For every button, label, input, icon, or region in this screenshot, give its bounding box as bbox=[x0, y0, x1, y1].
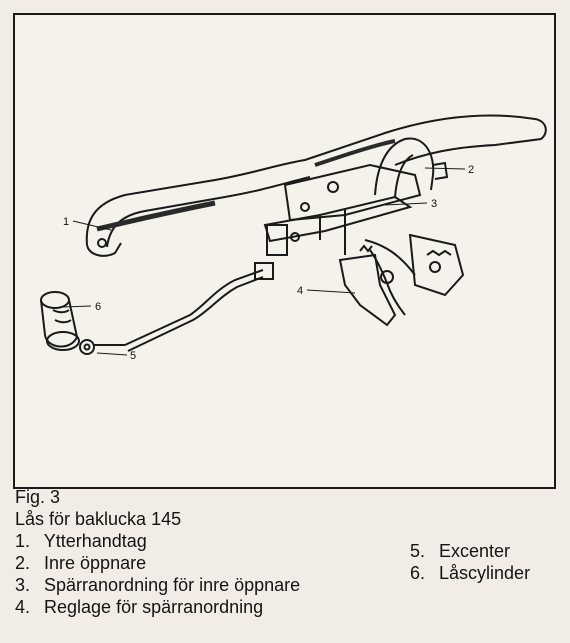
legend-item: 6. Låscylinder bbox=[410, 562, 530, 584]
legend-number: 6. bbox=[410, 563, 426, 583]
legend-label: Ytterhandtag bbox=[43, 531, 147, 551]
callout-2: 2 bbox=[468, 164, 474, 176]
eccentric bbox=[79, 339, 125, 355]
legend-label: Reglage för spärranordning bbox=[44, 597, 264, 617]
callout-4: 4 bbox=[297, 285, 303, 297]
legend-number: 2. bbox=[15, 553, 31, 573]
figure-title: Lås för baklucka 145 bbox=[15, 509, 182, 529]
callout-6: 6 bbox=[95, 301, 101, 313]
legend-number: 1. bbox=[15, 531, 31, 551]
figure-caption: Fig. 3 Lås för baklucka 145 bbox=[15, 486, 555, 530]
legend-left: 1. Ytterhandtag 2. Inre öppnare 3. Spärr… bbox=[15, 530, 300, 618]
figure-number: Fig. 3 bbox=[15, 487, 61, 507]
legend-item: 5. Excenter bbox=[410, 540, 530, 562]
lock-cylinder bbox=[40, 291, 80, 351]
inner-opener bbox=[374, 137, 449, 198]
legend-item: 2. Inre öppnare bbox=[15, 552, 300, 574]
linkage-rod bbox=[124, 262, 274, 352]
legend-item: 4. Reglage för spärranordning bbox=[15, 596, 300, 618]
figure-frame: 1 2 3 4 5 6 bbox=[13, 13, 556, 489]
legend-item: 3. Spärranordning för inre öppnare bbox=[15, 574, 300, 596]
legend-label: Excenter bbox=[439, 541, 511, 561]
lock-assembly-drawing: 1 2 3 4 5 6 bbox=[40, 114, 547, 362]
legend-number: 5. bbox=[410, 541, 426, 561]
legend-number: 4. bbox=[15, 597, 31, 617]
legend-item: 1. Ytterhandtag bbox=[15, 530, 300, 552]
legend-label: Spärranordning för inre öppnare bbox=[44, 575, 301, 595]
outer-handle bbox=[85, 114, 547, 257]
locking-mechanism bbox=[263, 195, 413, 256]
legend-right: 5. Excenter 6. Låscylinder bbox=[410, 540, 530, 584]
leader-lines bbox=[62, 167, 466, 356]
callout-3: 3 bbox=[431, 198, 437, 210]
latch-assembly bbox=[338, 233, 465, 327]
legend-label: Inre öppnare bbox=[44, 553, 147, 573]
callout-5: 5 bbox=[130, 350, 136, 362]
legend-number: 3. bbox=[15, 575, 31, 595]
legend-label: Låscylinder bbox=[439, 563, 531, 583]
callout-1: 1 bbox=[63, 216, 69, 228]
